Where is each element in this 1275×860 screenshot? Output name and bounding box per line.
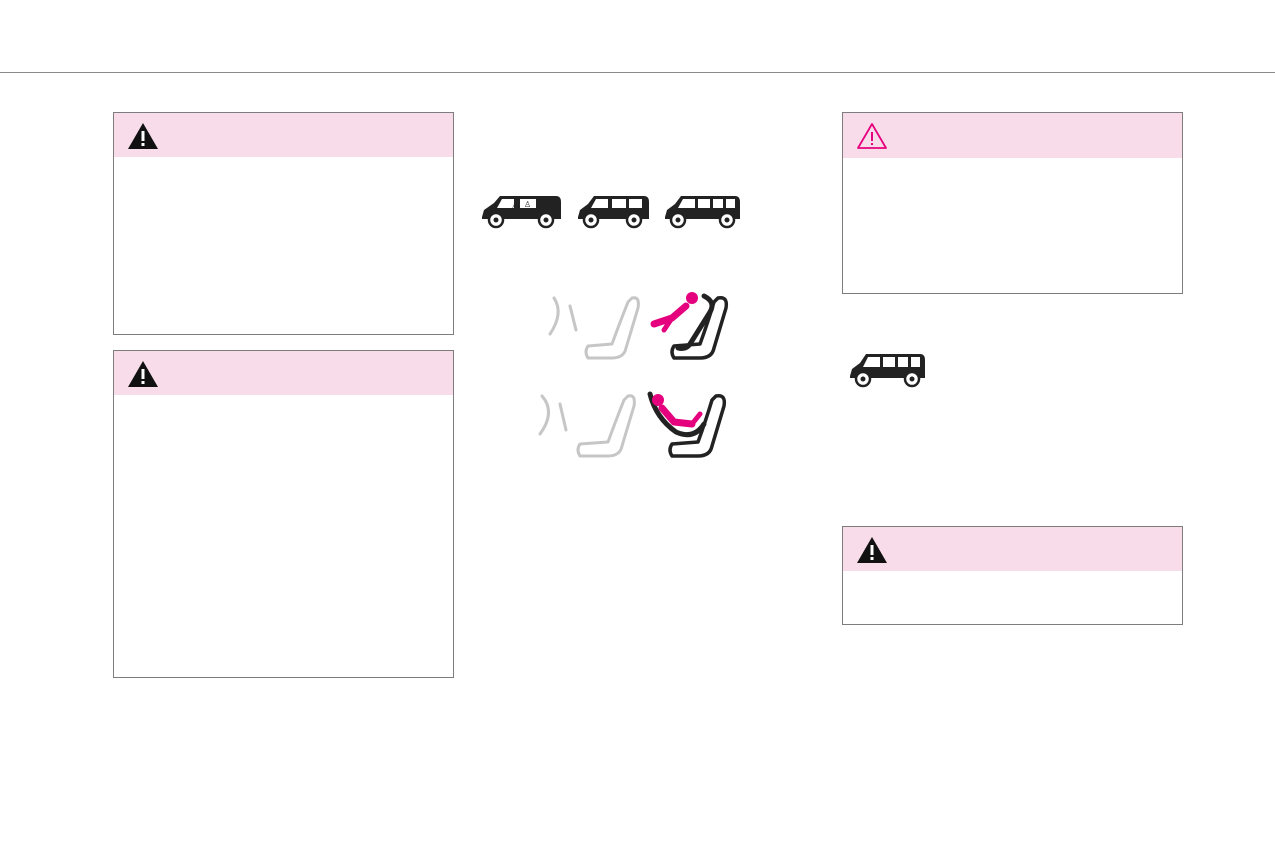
warning-box-3 (842, 112, 1183, 294)
svg-text:♙: ♙ (524, 200, 531, 209)
warning-triangle-icon (128, 123, 158, 149)
warning-header (114, 351, 453, 395)
van-5-seat-icon: ♙ ♙ (480, 193, 564, 234)
warning-box-1 (113, 112, 454, 335)
rear-facing-child-seat-icon (534, 388, 734, 473)
svg-text:♙: ♙ (511, 202, 518, 211)
warning-triangle-icon (857, 537, 887, 563)
warning-box-4 (842, 526, 1183, 625)
top-divider (0, 72, 1275, 73)
van-7-seat-icon (663, 193, 743, 234)
warning-header (843, 113, 1182, 158)
van-7-seat-icon (848, 350, 928, 393)
warning-header (114, 113, 453, 157)
forward-facing-child-seat-icon (540, 288, 740, 371)
van-5-seat-alt-icon (576, 193, 652, 234)
warning-triangle-icon (128, 361, 158, 387)
warning-box-2 (113, 350, 454, 678)
warning-header (843, 527, 1182, 571)
warning-triangle-outline-icon (857, 123, 887, 149)
